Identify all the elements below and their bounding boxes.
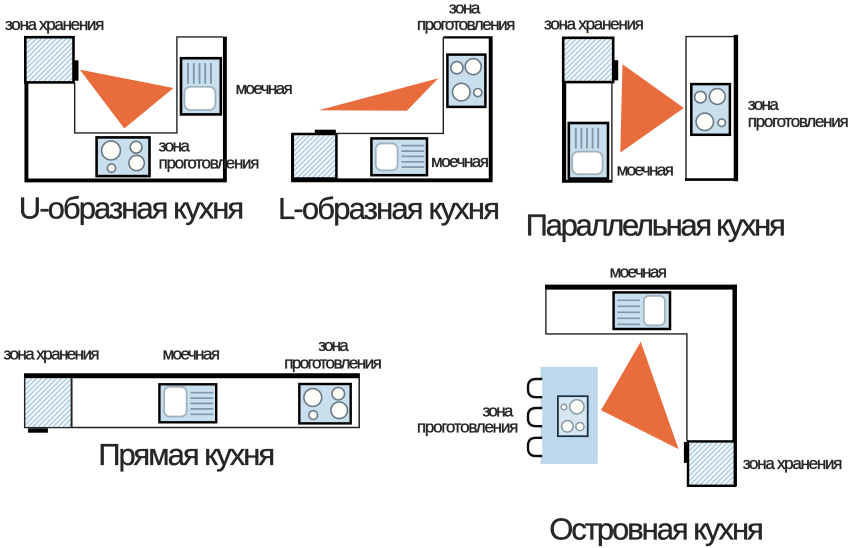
svg-text:зона хранения: зона хранения — [5, 15, 104, 34]
svg-text:зона хранения: зона хранения — [743, 454, 843, 473]
svg-text:моечная: моечная — [610, 262, 667, 281]
svg-text:L-образная кухня: L-образная кухня — [278, 191, 500, 226]
svg-text:зона: зона — [318, 336, 349, 355]
svg-text:Островная кухня: Островная кухня — [549, 511, 764, 546]
svg-text:моечная: моечная — [236, 79, 293, 98]
svg-text:Параллельная кухня: Параллельная кухня — [526, 208, 786, 243]
svg-text:моечная: моечная — [431, 152, 489, 171]
svg-text:зона хранения: зона хранения — [544, 14, 644, 33]
svg-text:проготовления: проготовления — [284, 354, 382, 373]
svg-text:зона: зона — [748, 95, 780, 114]
svg-text:зона хранения: зона хранения — [4, 344, 100, 363]
svg-text:моечная: моечная — [617, 161, 674, 180]
svg-text:зона: зона — [483, 401, 514, 420]
svg-text:моечная: моечная — [163, 344, 221, 363]
svg-text:проготовления: проготовления — [748, 112, 849, 131]
svg-text:зона: зона — [449, 0, 481, 18]
svg-text:Прямая кухня: Прямая кухня — [98, 437, 275, 472]
svg-text:зона: зона — [159, 136, 191, 155]
svg-text:проготовления: проготовления — [417, 418, 518, 437]
svg-text:проготовления: проготовления — [417, 15, 515, 34]
svg-text:U-образная кухня: U-образная кухня — [19, 190, 244, 225]
svg-text:проготовления: проготовления — [159, 154, 260, 173]
